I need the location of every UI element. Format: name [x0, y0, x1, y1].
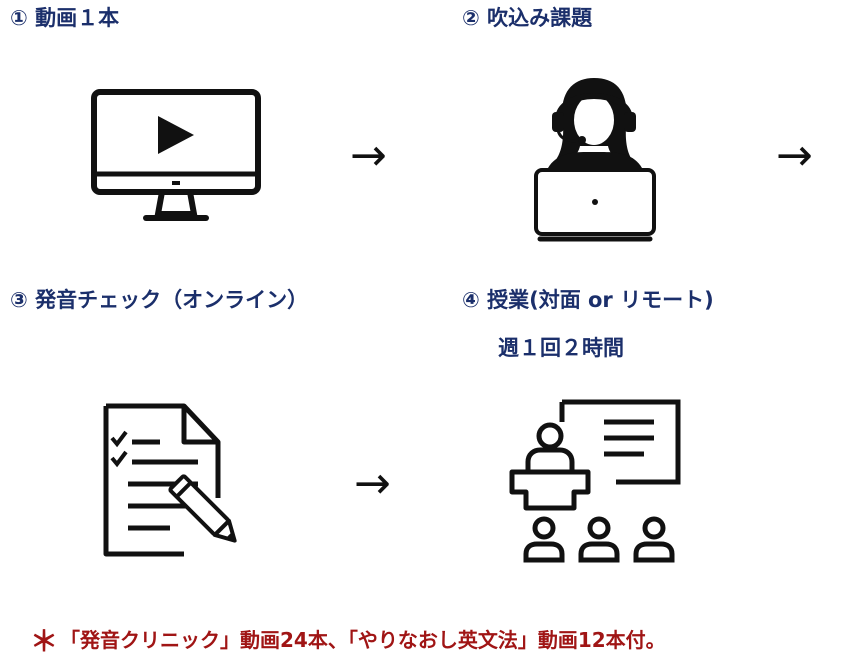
- arrow-step2-to-step3: →: [776, 130, 813, 181]
- classroom-presentation-icon: [509, 399, 681, 563]
- step-2-label: ② 吹込み課題: [462, 6, 593, 30]
- asterisk-icon: ＊: [30, 625, 59, 658]
- footnote: ＊「発音クリニック」動画24本、「やりなおし英文法」動画12本付。: [30, 620, 666, 660]
- footnote-text: 「発音クリニック」動画24本、「やりなおし英文法」動画12本付。: [60, 628, 666, 652]
- video-monitor-icon: [91, 89, 261, 221]
- step-4-label: ④ 授業(対面 or リモート): [462, 288, 714, 312]
- step-1-label: ① 動画１本: [10, 6, 120, 30]
- checklist-pencil-icon: [103, 403, 237, 557]
- arrow-step3-to-step4: →: [354, 458, 391, 509]
- headset-laptop-user-icon: [534, 78, 656, 242]
- arrow-step1-to-step2: →: [350, 130, 387, 181]
- step-4-label-line2: 週１回２時間: [498, 336, 624, 360]
- step-3-label: ③ 発音チェック（オンライン）: [10, 288, 309, 312]
